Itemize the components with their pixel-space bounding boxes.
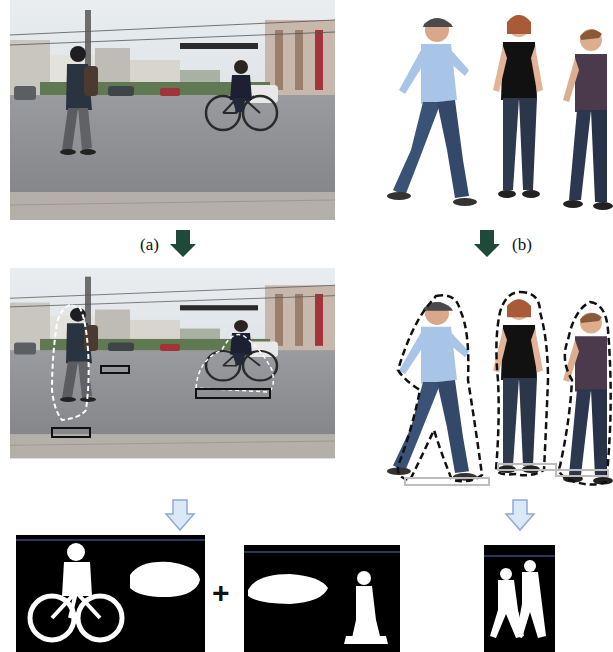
down-arrow	[506, 500, 534, 530]
down-arrow	[474, 230, 500, 257]
dashed-outline	[196, 335, 273, 392]
people-photo	[387, 15, 613, 210]
dashed-outline	[559, 302, 611, 485]
footprint-box	[196, 389, 270, 398]
mask-image	[10, 535, 205, 652]
annotated-street-photo	[10, 268, 335, 458]
footprint-box	[556, 470, 608, 476]
panel-label: (b)	[512, 236, 532, 253]
footprint-box	[498, 464, 556, 470]
down-arrow	[170, 230, 196, 257]
footprint-box	[101, 366, 129, 373]
panel-label: (a)	[140, 236, 159, 253]
footprint-box	[52, 428, 90, 437]
mask-image	[480, 545, 555, 652]
dashed-outline	[52, 305, 89, 420]
street-photo	[10, 0, 335, 220]
footprint-box	[405, 478, 489, 485]
down-arrow	[166, 500, 194, 530]
dashed-outline	[398, 295, 482, 481]
mask-image	[240, 545, 400, 652]
dashed-outline	[496, 292, 548, 475]
plus-sign: +	[212, 578, 230, 608]
